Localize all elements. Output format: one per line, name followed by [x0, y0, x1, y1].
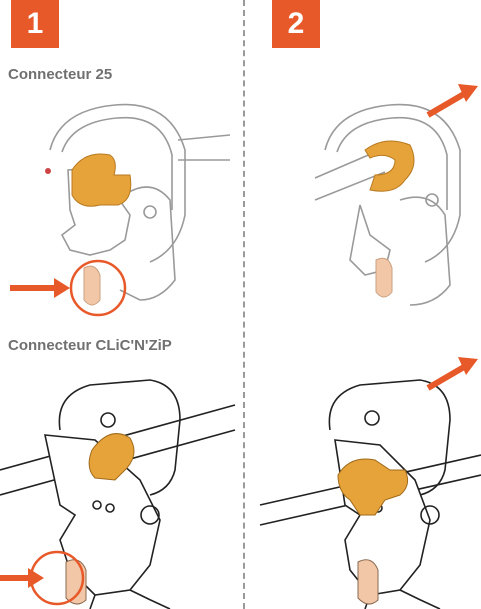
orange-cam-2: [365, 141, 414, 191]
arrow-up-right-icon: [428, 84, 478, 115]
arrow-right-icon: [10, 278, 70, 298]
thumb-2: [376, 258, 392, 297]
arrow-right-icon: [0, 568, 44, 588]
arrow-up-right-icon: [428, 357, 478, 388]
thumb-4: [358, 560, 378, 604]
orange-cam-1: [72, 154, 131, 206]
red-dot: [45, 168, 51, 174]
thumb-1: [84, 266, 100, 305]
